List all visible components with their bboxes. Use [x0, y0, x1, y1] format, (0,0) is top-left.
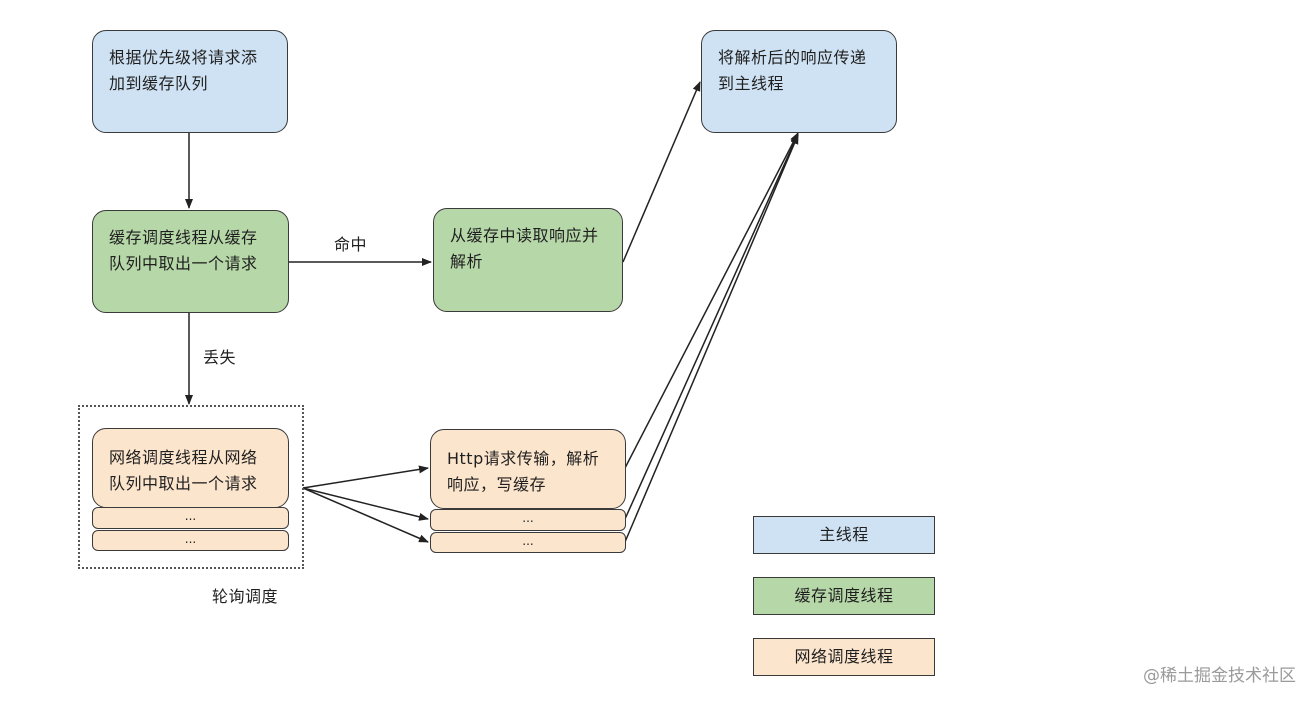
network-queue-strip-1: ...	[92, 507, 289, 529]
http-strip-1: ...	[430, 509, 626, 531]
arrow-http-to-main-1	[624, 132, 799, 469]
arrow-net-to-http-3	[302, 487, 429, 543]
legend-main-thread-label: 主线程	[819, 525, 869, 544]
legend-main-thread: 主线程	[753, 516, 935, 554]
node-cache-dispatcher-text: 缓存调度线程从缓存队列中取出一个请求	[109, 228, 258, 273]
network-queue-strip-2: ...	[92, 530, 289, 551]
edge-label-miss: 丢失	[203, 348, 237, 367]
legend-network-thread-label: 网络调度线程	[794, 647, 894, 666]
polling-group	[78, 405, 304, 569]
legend-network-thread: 网络调度线程	[753, 638, 935, 676]
legend-cache-thread-label: 缓存调度线程	[794, 586, 894, 605]
node-deliver-main: 将解析后的响应传递到主线程	[701, 30, 897, 133]
http-strip-2-text: ...	[522, 534, 534, 548]
watermark: @稀土掘金技术社区	[1143, 666, 1296, 686]
node-network-dispatcher: 网络调度线程从网络队列中取出一个请求	[92, 428, 289, 508]
arrow-http-to-main-2	[624, 133, 799, 520]
node-http-transfer-text: Http请求传输，解析响应，写缓存	[447, 449, 600, 494]
arrow-http-to-main-3	[624, 134, 799, 543]
arrow-cache-to-main	[622, 81, 701, 263]
network-queue-strip-1-text: ...	[184, 509, 197, 523]
node-deliver-main-text: 将解析后的响应传递到主线程	[718, 48, 867, 93]
arrow-net-to-http-1	[302, 465, 429, 489]
node-add-to-cache-queue-text: 根据优先级将请求添加到缓存队列	[109, 48, 258, 93]
node-cache-dispatcher: 缓存调度线程从缓存队列中取出一个请求	[92, 210, 289, 313]
polling-label: 轮询调度	[212, 587, 279, 606]
node-http-transfer: Http请求传输，解析响应，写缓存	[430, 429, 626, 509]
arrow-net-to-http-2	[302, 487, 429, 521]
node-read-cache-parse: 从缓存中读取响应并解析	[433, 208, 623, 312]
http-strip-1-text: ...	[522, 511, 534, 525]
node-network-dispatcher-text: 网络调度线程从网络队列中取出一个请求	[109, 448, 258, 493]
legend-cache-thread: 缓存调度线程	[753, 577, 935, 615]
http-strip-2: ...	[430, 532, 626, 553]
edge-label-hit: 命中	[334, 235, 368, 254]
network-queue-strip-2-text: ...	[184, 532, 197, 546]
node-read-cache-parse-text: 从缓存中读取响应并解析	[450, 226, 599, 271]
node-add-to-cache-queue: 根据优先级将请求添加到缓存队列	[92, 30, 288, 133]
